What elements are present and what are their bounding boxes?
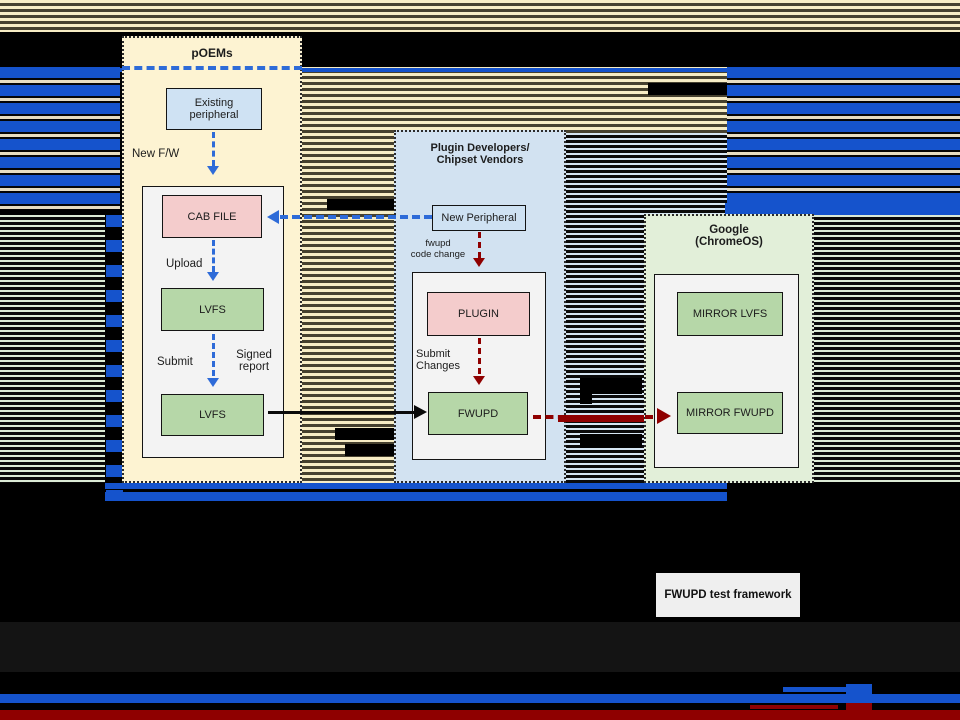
new-fw-label: New F/W (132, 148, 180, 160)
lvfs-node-2: LVFS (161, 394, 264, 436)
google-panel-title: Google (ChromeOS) (695, 224, 763, 248)
fwupd-code-change-label: fwupd code change (410, 238, 466, 260)
new-peripheral-node: New Peripheral (432, 205, 526, 231)
arrowhead-newperipheral-to-cab (267, 210, 279, 224)
glitch-blue-dash-column (106, 215, 123, 500)
poems-panel: pOEMs Existing peripheral New F/W CAB FI… (122, 36, 302, 483)
glitch-stripes-tan-upper (300, 67, 727, 133)
arrowhead-existing-to-cab (207, 166, 219, 175)
glitch-stripes-blue-left (0, 67, 120, 210)
glitch-black-bar-3 (327, 199, 397, 210)
arrow-newperipheral-to-cab (280, 215, 432, 219)
glitch-black-bar-2 (648, 83, 727, 95)
glitch-red-thin-line (750, 705, 838, 709)
arrow-fwupd-to-mirror-solid (558, 415, 644, 422)
mirror-lvfs-node: MIRROR LVFS (677, 292, 783, 336)
arrowhead-lvfs-to-lvfs (207, 378, 219, 387)
fwupd-test-framework-box: FWUPD test framework (656, 573, 800, 617)
plugin-node: PLUGIN (427, 292, 530, 336)
submit-label: Submit (157, 356, 193, 368)
glitch-blue-bar-b (105, 492, 727, 501)
poems-panel-title: pOEMs (191, 46, 233, 60)
arrowhead-fwupd-to-mirror (657, 408, 671, 424)
arrow-lvfs-to-lvfs (212, 334, 215, 376)
glitch-red-square (846, 703, 872, 711)
arrow-newperipheral-to-plugin (478, 232, 481, 258)
arrowhead-plugin-to-fwupd (473, 376, 485, 385)
glitch-blue-thin-line (783, 687, 872, 692)
existing-peripheral-node: Existing peripheral (166, 88, 262, 130)
glitch-stripes-top-band (0, 0, 960, 32)
google-panel: Google (ChromeOS) MIRROR LVFS MIRROR FWU… (644, 214, 814, 483)
fwupd-node: FWUPD (428, 392, 528, 435)
signed-report-label: Signed report (236, 349, 272, 373)
glitch-black-bar-8 (580, 434, 642, 448)
plugin-devs-panel-title: Plugin Developers/ Chipset Vendors (430, 142, 530, 166)
glitch-black-bar-5 (345, 444, 397, 456)
arrow-cab-to-lvfs (212, 240, 215, 272)
arrow-existing-to-cab (212, 132, 215, 166)
plugin-devs-panel: Plugin Developers/ Chipset Vendors New P… (394, 130, 566, 483)
arrow-lvfs-to-fwupd (268, 411, 418, 414)
glitch-black-bar-6 (580, 378, 642, 394)
poems-dashed-divider (122, 66, 302, 70)
cab-file-node: CAB FILE (162, 195, 262, 238)
glitch-stripes-tan-mid (300, 133, 395, 483)
glitch-dark-band (0, 622, 960, 672)
glitch-black-bar-4 (335, 428, 397, 440)
arrowhead-newperipheral-to-plugin (473, 258, 485, 267)
glitch-black-bar-1 (650, 48, 960, 63)
arrowhead-cab-to-lvfs (207, 272, 219, 281)
glitch-stripes-green-right (813, 215, 960, 482)
glitch-blue-bar-a (105, 483, 727, 489)
mirror-fwupd-node: MIRROR FWUPD (677, 392, 783, 434)
arrowhead-lvfs-to-fwupd (414, 405, 427, 419)
glitch-blue-bar-topright (725, 203, 960, 215)
glitch-blue-line-top (0, 68, 960, 72)
arrow-plugin-to-fwupd (478, 338, 481, 374)
glitch-red-bottom-bar (0, 710, 960, 720)
glitch-stripes-green-left (0, 215, 105, 483)
glitch-black-bar-7 (580, 394, 592, 404)
lvfs-node-1: LVFS (161, 288, 264, 331)
glitch-stripes-blue-right (727, 67, 960, 203)
upload-label: Upload (166, 258, 203, 270)
submit-changes-label: Submit Changes (416, 348, 461, 372)
glitch-blue-bottom-bar (0, 694, 960, 703)
